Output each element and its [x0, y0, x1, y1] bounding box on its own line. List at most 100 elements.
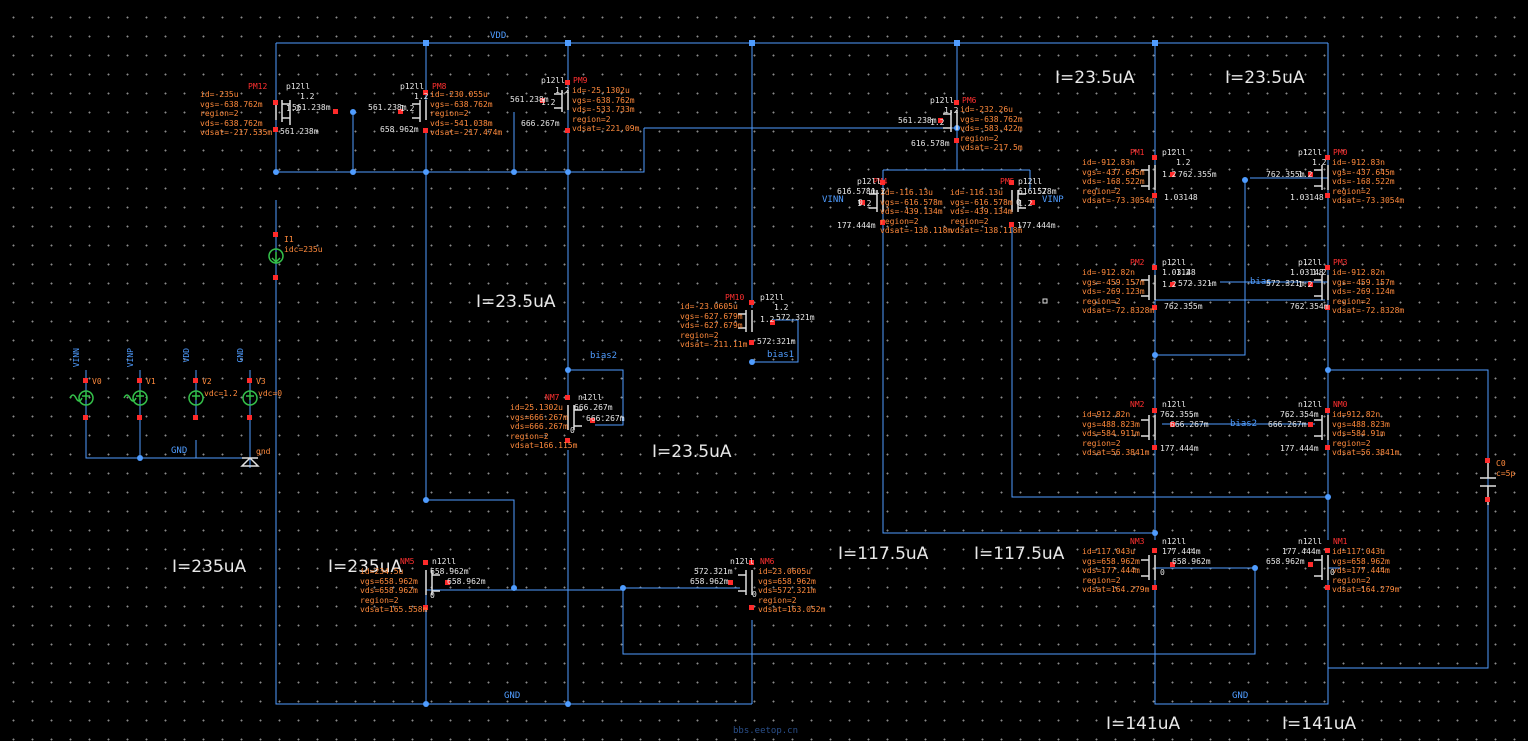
op-param: vds=658.962m — [360, 586, 418, 595]
device-model: n12ll — [578, 393, 603, 402]
op-param: vds=666.267m — [510, 422, 568, 431]
device-size: 1.2 — [1312, 158, 1327, 167]
op-param: region=2 — [880, 216, 919, 226]
op-param: vds=-269.124m — [1332, 287, 1395, 296]
device-size: 1.2 — [944, 106, 959, 115]
op-param: vds=584.911m — [1082, 429, 1140, 438]
device-size: 1.2 — [1176, 158, 1191, 167]
op-param: id=117.043u — [1082, 547, 1135, 556]
node-voltage: 572.321m — [1266, 279, 1305, 288]
op-param: region=2 — [1082, 186, 1121, 196]
op-param: vgs=658.962m — [758, 576, 816, 586]
op-param: region=2 — [360, 595, 399, 605]
op-param: vdsat=-73.3054m — [1332, 196, 1405, 205]
node-voltage: 762.355m — [1164, 302, 1203, 311]
node-voltage: 572.321m — [694, 567, 733, 576]
op-param: vds=584.91m — [1332, 429, 1385, 438]
node-voltage: 177.444m — [837, 221, 876, 230]
op-param: region=2 — [510, 431, 549, 441]
device-size: 1.2 — [400, 104, 415, 113]
op-param: id=-912.82n — [1332, 268, 1385, 277]
device-model: p12ll — [400, 82, 425, 91]
op-param: region=2 — [1082, 296, 1121, 306]
op-param: vdsat=-72.8328m — [1082, 306, 1155, 315]
device-size: 1.2 — [871, 187, 886, 196]
op-param: id=-23.0605u — [680, 302, 738, 311]
current-label: I=235uA — [328, 557, 403, 577]
op-param: region=2 — [430, 109, 469, 118]
op-param: id=912.82n — [1332, 410, 1381, 419]
op-param: vgs=-638.762m — [960, 114, 1023, 124]
current-label: I=23.5uA — [1225, 68, 1305, 88]
node-voltage: 561.238m — [280, 127, 319, 136]
op-param: vdsat=-138.118m — [950, 226, 1023, 235]
op-param: id=117.043u — [1332, 547, 1385, 556]
op-param: id=-230.055u — [430, 90, 488, 99]
device-size: 1.2 — [857, 199, 872, 208]
node-voltage: 666.267m — [1170, 420, 1209, 429]
gnd-net-label-sources: GND — [171, 446, 188, 456]
v3-name: V3 — [256, 377, 266, 386]
op-param: vdsat=163.052m — [758, 605, 826, 614]
vinp-net-label: VINP — [1042, 195, 1064, 205]
op-param: id=-25.1302u — [572, 86, 630, 95]
node-voltage: 666.267m — [521, 119, 560, 128]
op-param: vgs=-627.679m — [680, 311, 743, 321]
node-voltage: 762.355m — [1178, 170, 1217, 179]
op-param: id=23.0605u — [758, 567, 811, 576]
node-voltage: 666.267m — [574, 403, 613, 412]
current-label: I=117.5uA — [974, 544, 1065, 564]
node-voltage: 658.962m — [1172, 557, 1211, 566]
op-param: vds=-533.733m — [572, 105, 635, 114]
device-model: p12ll — [1298, 148, 1323, 157]
device-name: NM5 — [400, 557, 415, 566]
op-param: vgs=-437.645m — [1082, 167, 1145, 177]
node-voltage: 666.267m — [586, 414, 625, 423]
device-model: p12ll — [760, 293, 785, 302]
device-size: 1.2 — [760, 315, 775, 324]
node-voltage: 658.962m — [1266, 557, 1305, 566]
device-name: NM7 — [545, 393, 560, 402]
op-param: vgs=-459.157m — [1082, 277, 1145, 287]
current-label: I=23.5uA — [476, 292, 556, 312]
op-param: vds=-638.762m — [200, 118, 263, 128]
op-param: region=2 — [1082, 438, 1121, 448]
gnd-net-label-right: GND — [1232, 691, 1249, 701]
node-voltage: 762.354m — [1280, 410, 1319, 419]
device-size: 1.2 — [1312, 268, 1327, 277]
current-label: I=117.5uA — [838, 544, 929, 564]
device-name: PM2 — [1130, 258, 1145, 267]
node-voltage: 177.444m — [1017, 221, 1056, 230]
op-param: region=2 — [680, 330, 719, 340]
node-voltage: 616.578m — [837, 187, 876, 196]
op-param: id=-116.13u — [950, 188, 1003, 197]
device-size: 1.2 — [774, 303, 789, 312]
device-model: n12ll — [432, 557, 457, 566]
device-model: n12ll — [730, 557, 755, 566]
node-voltage: 0 — [1016, 198, 1021, 207]
op-param: vds=177.444m — [1082, 566, 1140, 575]
device-name: PM6 — [962, 96, 977, 105]
device-model: p12ll — [1018, 177, 1043, 186]
node-voltage: 0 — [1160, 568, 1165, 577]
node-voltage: 1.03148 — [1290, 268, 1324, 277]
op-param: id=912.82n — [1082, 410, 1131, 419]
op-param: vgs=-638.762m — [430, 99, 493, 109]
node-voltage: 658.962m — [447, 577, 486, 586]
op-param: vds=-439.134m — [950, 207, 1013, 216]
device-name: PM0 — [1333, 148, 1348, 157]
device-size: 1.2 — [1162, 280, 1177, 289]
v2-net-label: VDD — [182, 348, 191, 363]
op-param: vdsat=164.279m — [1332, 585, 1400, 594]
device-size: 1.2 — [1298, 170, 1313, 179]
device-model: n12ll — [1298, 400, 1323, 409]
device-name: PM5 — [1000, 177, 1015, 186]
op-param: vds=-439.134m — [880, 207, 943, 216]
